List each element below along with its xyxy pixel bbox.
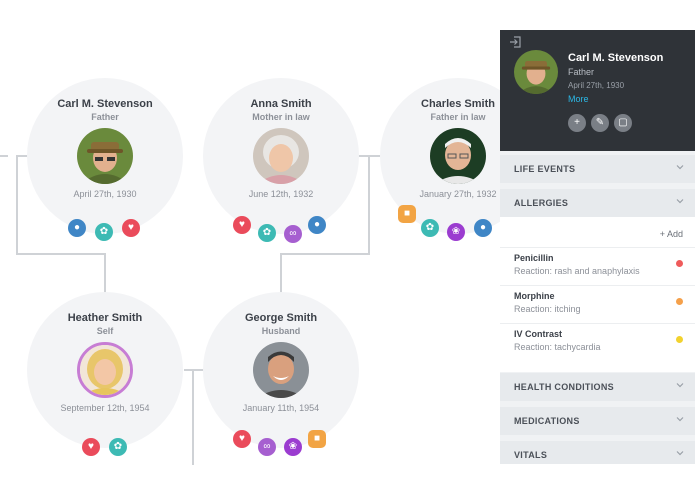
- ribbon-icon[interactable]: ∞: [284, 225, 302, 243]
- connector-line: [16, 155, 18, 255]
- chevron-down-icon: [676, 417, 684, 422]
- delete-icon[interactable]: ▢: [614, 114, 632, 132]
- person-node-anna[interactable]: Anna Smith Mother in law June 12th, 1932: [203, 78, 359, 234]
- person-name: Heather Smith: [67, 312, 143, 324]
- section-allergies[interactable]: ALLERGIES: [500, 189, 695, 217]
- profile-header: Carl M. Stevenson Father April 27th, 193…: [500, 30, 695, 151]
- section-label: HEALTH CONDITIONS: [514, 382, 614, 392]
- person-date: January 11th, 1954: [242, 403, 320, 413]
- person-name: Charles Smith: [421, 98, 495, 110]
- allergy-name: IV Contrast: [514, 329, 563, 339]
- avatar: [514, 50, 558, 94]
- person-date: June 12th, 1932: [248, 189, 314, 199]
- person-node-george[interactable]: George Smith Husband January 11th, 1954: [203, 292, 359, 448]
- allergy-name: Penicillin: [514, 253, 554, 263]
- person-date: September 12th, 1954: [60, 403, 150, 413]
- avatar: [77, 128, 133, 184]
- chevron-down-icon: [676, 165, 684, 170]
- add-allergy-button[interactable]: + Add: [659, 229, 683, 239]
- section-label: LIFE EVENTS: [514, 164, 576, 174]
- edit-icon[interactable]: ✎: [591, 114, 609, 132]
- person-date: January 27th, 1932: [419, 189, 497, 199]
- leaf-icon[interactable]: ✿: [95, 223, 113, 241]
- water-drop-icon[interactable]: ●: [68, 219, 86, 237]
- chevron-down-icon: [676, 199, 684, 204]
- section-label: VITALS: [514, 450, 548, 460]
- list-item[interactable]: Penicillin Reaction: rash and anaphylaxi…: [500, 247, 695, 285]
- allergy-reaction: Reaction: tachycardia: [514, 342, 601, 352]
- connector-line: [0, 155, 8, 157]
- add-person-icon[interactable]: +: [568, 114, 586, 132]
- heart-icon[interactable]: ♥: [233, 430, 251, 448]
- list-item[interactable]: IV Contrast Reaction: tachycardia: [500, 323, 695, 361]
- list-item[interactable]: Morphine Reaction: itching: [500, 285, 695, 323]
- connector-line: [16, 155, 28, 157]
- connector-line: [192, 369, 194, 465]
- person-name: Carl M. Stevenson: [57, 98, 153, 110]
- section-life-events[interactable]: LIFE EVENTS: [500, 155, 695, 183]
- avatar: [253, 128, 309, 184]
- connector-line: [280, 253, 370, 255]
- water-drop-icon[interactable]: ●: [308, 216, 326, 234]
- connector-line: [104, 253, 106, 293]
- section-label: ALLERGIES: [514, 198, 569, 208]
- brain-icon[interactable]: ❀: [447, 223, 465, 241]
- foot-icon[interactable]: ■: [308, 430, 326, 448]
- avatar: [77, 342, 133, 398]
- person-role: Father in law: [430, 112, 486, 122]
- severity-dot: [676, 260, 683, 267]
- connector-line: [368, 155, 370, 255]
- allergy-reaction: Reaction: itching: [514, 304, 581, 314]
- brain-icon[interactable]: ❀: [284, 438, 302, 456]
- person-name: Anna Smith: [250, 98, 312, 110]
- section-health-conditions[interactable]: HEALTH CONDITIONS: [500, 373, 695, 401]
- heart-icon[interactable]: ♥: [233, 216, 251, 234]
- water-drop-icon[interactable]: ●: [474, 219, 492, 237]
- chevron-down-icon: [676, 383, 684, 388]
- heart-icon[interactable]: ♥: [82, 438, 100, 456]
- person-role: Father: [91, 112, 119, 122]
- profile-panel: Carl M. Stevenson Father April 27th, 193…: [500, 30, 695, 464]
- avatar: [253, 342, 309, 398]
- chevron-down-icon: [676, 451, 684, 456]
- section-vitals[interactable]: VITALS: [500, 441, 695, 464]
- person-role: Husband: [261, 326, 301, 336]
- exit-icon[interactable]: [509, 36, 521, 48]
- allergy-reaction: Reaction: rash and anaphylaxis: [514, 266, 640, 276]
- profile-date: April 27th, 1930: [568, 81, 625, 90]
- connector-line: [16, 253, 106, 255]
- person-name: George Smith: [244, 312, 318, 324]
- severity-dot: [676, 298, 683, 305]
- person-role: Mother in law: [252, 112, 310, 122]
- person-node-carl[interactable]: Carl M. Stevenson Father April 27th, 193…: [27, 78, 183, 234]
- connector-line: [184, 369, 204, 371]
- leaf-icon[interactable]: ✿: [258, 224, 276, 242]
- heart-icon[interactable]: ♥: [122, 219, 140, 237]
- family-tree-canvas[interactable]: Carl M. Stevenson Father April 27th, 193…: [0, 0, 500, 494]
- severity-dot: [676, 336, 683, 343]
- leaf-icon[interactable]: ✿: [421, 219, 439, 237]
- ribbon-icon[interactable]: ∞: [258, 438, 276, 456]
- profile-role: Father: [568, 67, 595, 77]
- leaf-icon[interactable]: ✿: [109, 438, 127, 456]
- section-medications[interactable]: MEDICATIONS: [500, 407, 695, 435]
- foot-icon[interactable]: ■: [398, 205, 416, 223]
- person-role: Self: [96, 326, 114, 336]
- allergy-list: + Add Penicillin Reaction: rash and anap…: [500, 217, 695, 372]
- profile-name: Carl M. Stevenson: [568, 52, 664, 64]
- person-node-heather[interactable]: Heather Smith Self September 12th, 1954: [27, 292, 183, 448]
- section-label: MEDICATIONS: [514, 416, 580, 426]
- allergy-name: Morphine: [514, 291, 555, 301]
- more-link[interactable]: More: [568, 94, 589, 104]
- person-date: April 27th, 1930: [73, 189, 137, 199]
- connector-line: [280, 253, 282, 293]
- avatar: [430, 128, 486, 184]
